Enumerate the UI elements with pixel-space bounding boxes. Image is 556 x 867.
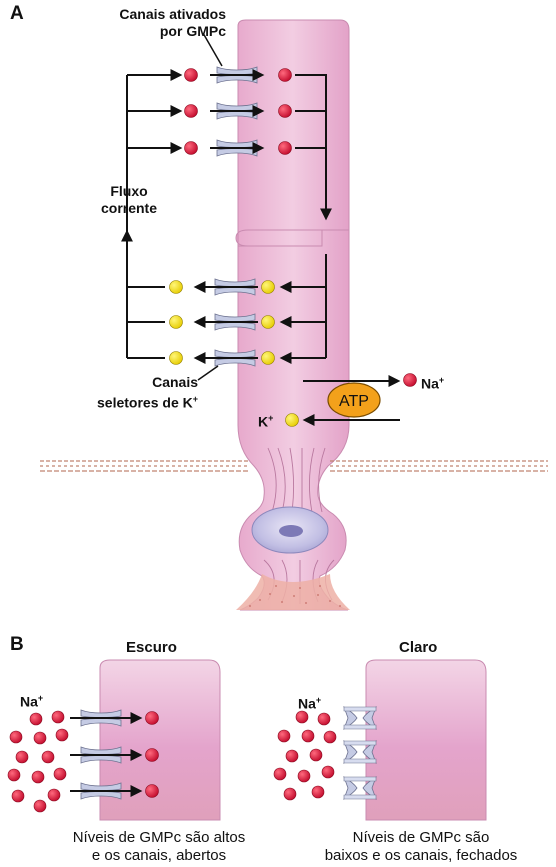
panel-b (7, 659, 487, 821)
na-ion (283, 787, 297, 801)
light-heading: Claro (399, 639, 438, 656)
cgmp-channels-label-line2: por GMPc (159, 23, 226, 39)
dark-caption-line2: e os canais, abertos (91, 847, 227, 864)
k-channels-label-line2: seletores de K (97, 394, 193, 411)
na-ion (321, 765, 335, 779)
dark-caption-line1: Níveis de GMPc são altos (72, 829, 246, 846)
k-ion (261, 280, 275, 294)
na-ion (31, 770, 45, 784)
dark-na-label-sup: + (37, 693, 44, 703)
synaptic-terminal (236, 574, 350, 610)
synaptic-dots (249, 585, 341, 607)
na-ion (311, 785, 325, 799)
outer-limiting-membrane (40, 460, 548, 472)
dark-heading: Escuro (126, 639, 177, 656)
dark-caption: Níveis de GMPc são altos e os canais, ab… (24, 829, 294, 865)
dark-na-ions (7, 710, 159, 813)
na-ion (11, 789, 25, 803)
na-ion (145, 711, 159, 725)
na-pumped-label-sup: + (438, 375, 445, 385)
na-ion (41, 750, 55, 764)
na-ions-outer (184, 68, 292, 155)
light-na-label-text: Na (298, 695, 316, 712)
na-ion (51, 710, 65, 724)
na-ion (184, 141, 198, 155)
na-ion-pumped (403, 373, 417, 387)
na-ion (33, 799, 47, 813)
na-ion (309, 748, 323, 762)
na-ion (145, 748, 159, 762)
light-na-label: Na+ (298, 692, 321, 713)
na-ion (278, 104, 292, 118)
na-ion (47, 788, 61, 802)
k-channels-label-sup: + (192, 394, 198, 404)
na-ion (295, 710, 309, 724)
na-ion (7, 768, 21, 782)
na-ion (184, 104, 198, 118)
k-ion (169, 280, 183, 294)
k-pumped-label-text: K (258, 413, 269, 430)
na-ion (15, 750, 29, 764)
na-ion (29, 712, 43, 726)
light-channel-3 (343, 776, 377, 800)
k-ions (169, 280, 275, 365)
cilium-fibers (263, 447, 335, 604)
k-ion (169, 315, 183, 329)
k-pumped-label: K+ (258, 410, 273, 431)
light-caption-line1: Níveis de GMPc são (352, 829, 490, 846)
na-ion (317, 712, 331, 726)
na-ion (55, 728, 69, 742)
light-caption: Níveis de GMPc são baixos e os canais, f… (290, 829, 552, 865)
atp-label: ATP (339, 393, 369, 410)
k-pumped-label-sup: + (268, 413, 274, 423)
na-ion (278, 141, 292, 155)
na-ion (145, 784, 159, 798)
panel-a: ATP (40, 19, 548, 611)
na-ion (53, 767, 67, 781)
k-channels-label: Canais seletores de K+ (58, 374, 198, 412)
light-na-label-sup: + (315, 695, 322, 705)
na-ion (9, 730, 23, 744)
light-channel-2 (343, 740, 377, 764)
light-channel-1 (343, 706, 377, 730)
current-label: Fluxo corrente (86, 183, 172, 217)
k-ion-pumped (285, 413, 299, 427)
k-ion (169, 351, 183, 365)
cgmp-channels-label-line1: Canais ativados (119, 6, 226, 22)
na-pumped-label: Na+ (421, 372, 444, 393)
na-ion (273, 767, 287, 781)
current-loop (121, 69, 332, 364)
k-ion (261, 351, 275, 365)
na-ion (33, 731, 47, 745)
panel-a-letter: A (10, 3, 24, 24)
na-ion (285, 749, 299, 763)
dark-cell-box (99, 659, 221, 821)
na-pumped-label-text: Na (421, 375, 439, 392)
dark-na-label-text: Na (20, 693, 38, 710)
cgmp-channels-label: Canais ativados por GMPc (96, 6, 226, 40)
panel-b-letter: B (10, 634, 24, 655)
na-ion (323, 730, 337, 744)
current-label-line1: Fluxo (110, 183, 148, 199)
light-na-ions (273, 710, 337, 801)
atp-pump: ATP (327, 382, 381, 418)
na-ion (301, 729, 315, 743)
dark-na-label: Na+ (20, 690, 43, 711)
na-ion (297, 769, 311, 783)
nucleolus (279, 525, 303, 537)
light-caption-line2: baixos e os canais, fechados (324, 847, 518, 864)
na-ion (277, 729, 291, 743)
na-ion (184, 68, 198, 82)
k-ion (261, 315, 275, 329)
na-ion (278, 68, 292, 82)
current-label-line2: corrente (100, 200, 158, 216)
light-cell-box (365, 659, 487, 821)
k-channels-label-line1: Canais (152, 374, 198, 390)
